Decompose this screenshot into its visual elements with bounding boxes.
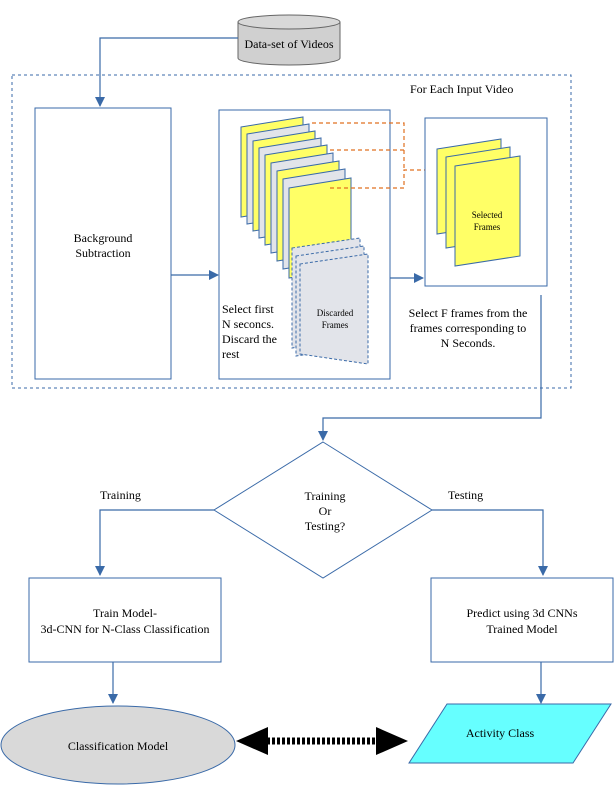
discarded-line1: Discarded	[317, 308, 354, 318]
loop-label: For Each Input Video	[410, 82, 513, 96]
background-line1: Background	[74, 231, 133, 245]
testing-branch-label: Testing	[448, 488, 483, 502]
arrow-dataset-to-background	[95, 37, 238, 107]
orange-connector-top	[312, 122, 405, 169]
classification-model-ellipse	[0, 705, 236, 785]
select-first-line4: rest	[222, 347, 240, 361]
frame-stack	[240, 116, 369, 365]
selected-frame-stack	[436, 138, 521, 267]
select-first-line2: N seconcs.	[222, 317, 274, 331]
train-model-line1: Train Model-	[93, 606, 157, 620]
activity-class-label: Activity Class	[466, 726, 535, 740]
dataset-cylinder: Data-set of Videos	[237, 14, 341, 66]
activity-class-shape	[408, 703, 612, 764]
select-first-line3: Discard the	[222, 332, 277, 346]
train-model-line2: 3d-CNN for N-Class Classification	[41, 622, 210, 636]
decision-line1: Training	[305, 489, 346, 503]
training-branch-label: Training	[100, 488, 141, 502]
background-line2: Subtraction	[75, 246, 130, 260]
dataset-label: Data-set of Videos	[244, 37, 333, 51]
select-f-line2: frames corresponding to	[410, 321, 527, 335]
arrow-selected-to-decision	[318, 295, 542, 441]
select-f-line1: Select F frames from the	[409, 306, 528, 320]
arrow-training-branch	[95, 509, 214, 576]
loop-container	[11, 74, 572, 389]
decision-line3: Testing?	[305, 519, 345, 533]
classification-model-label: Classification Model	[68, 739, 169, 753]
discarded-line2: Frames	[322, 320, 349, 330]
predict-line1: Predict using 3d CNNs	[467, 606, 578, 620]
orange-connector-arrow	[330, 165, 436, 189]
bidirectional-arrow	[236, 727, 408, 755]
train-model-box	[28, 577, 222, 663]
predict-box	[430, 577, 614, 663]
decision-line2: Or	[319, 504, 332, 518]
predict-line2: Trained Model	[486, 622, 558, 636]
decision-diamond	[213, 441, 433, 579]
arrow-testing-branch	[432, 509, 548, 576]
selected-line2: Frames	[474, 222, 501, 232]
background-subtraction-box	[34, 107, 172, 380]
select-f-line3: N Seconds.	[441, 336, 496, 350]
select-first-line1: Select first	[222, 302, 274, 316]
selected-line1: Selected	[472, 210, 503, 220]
